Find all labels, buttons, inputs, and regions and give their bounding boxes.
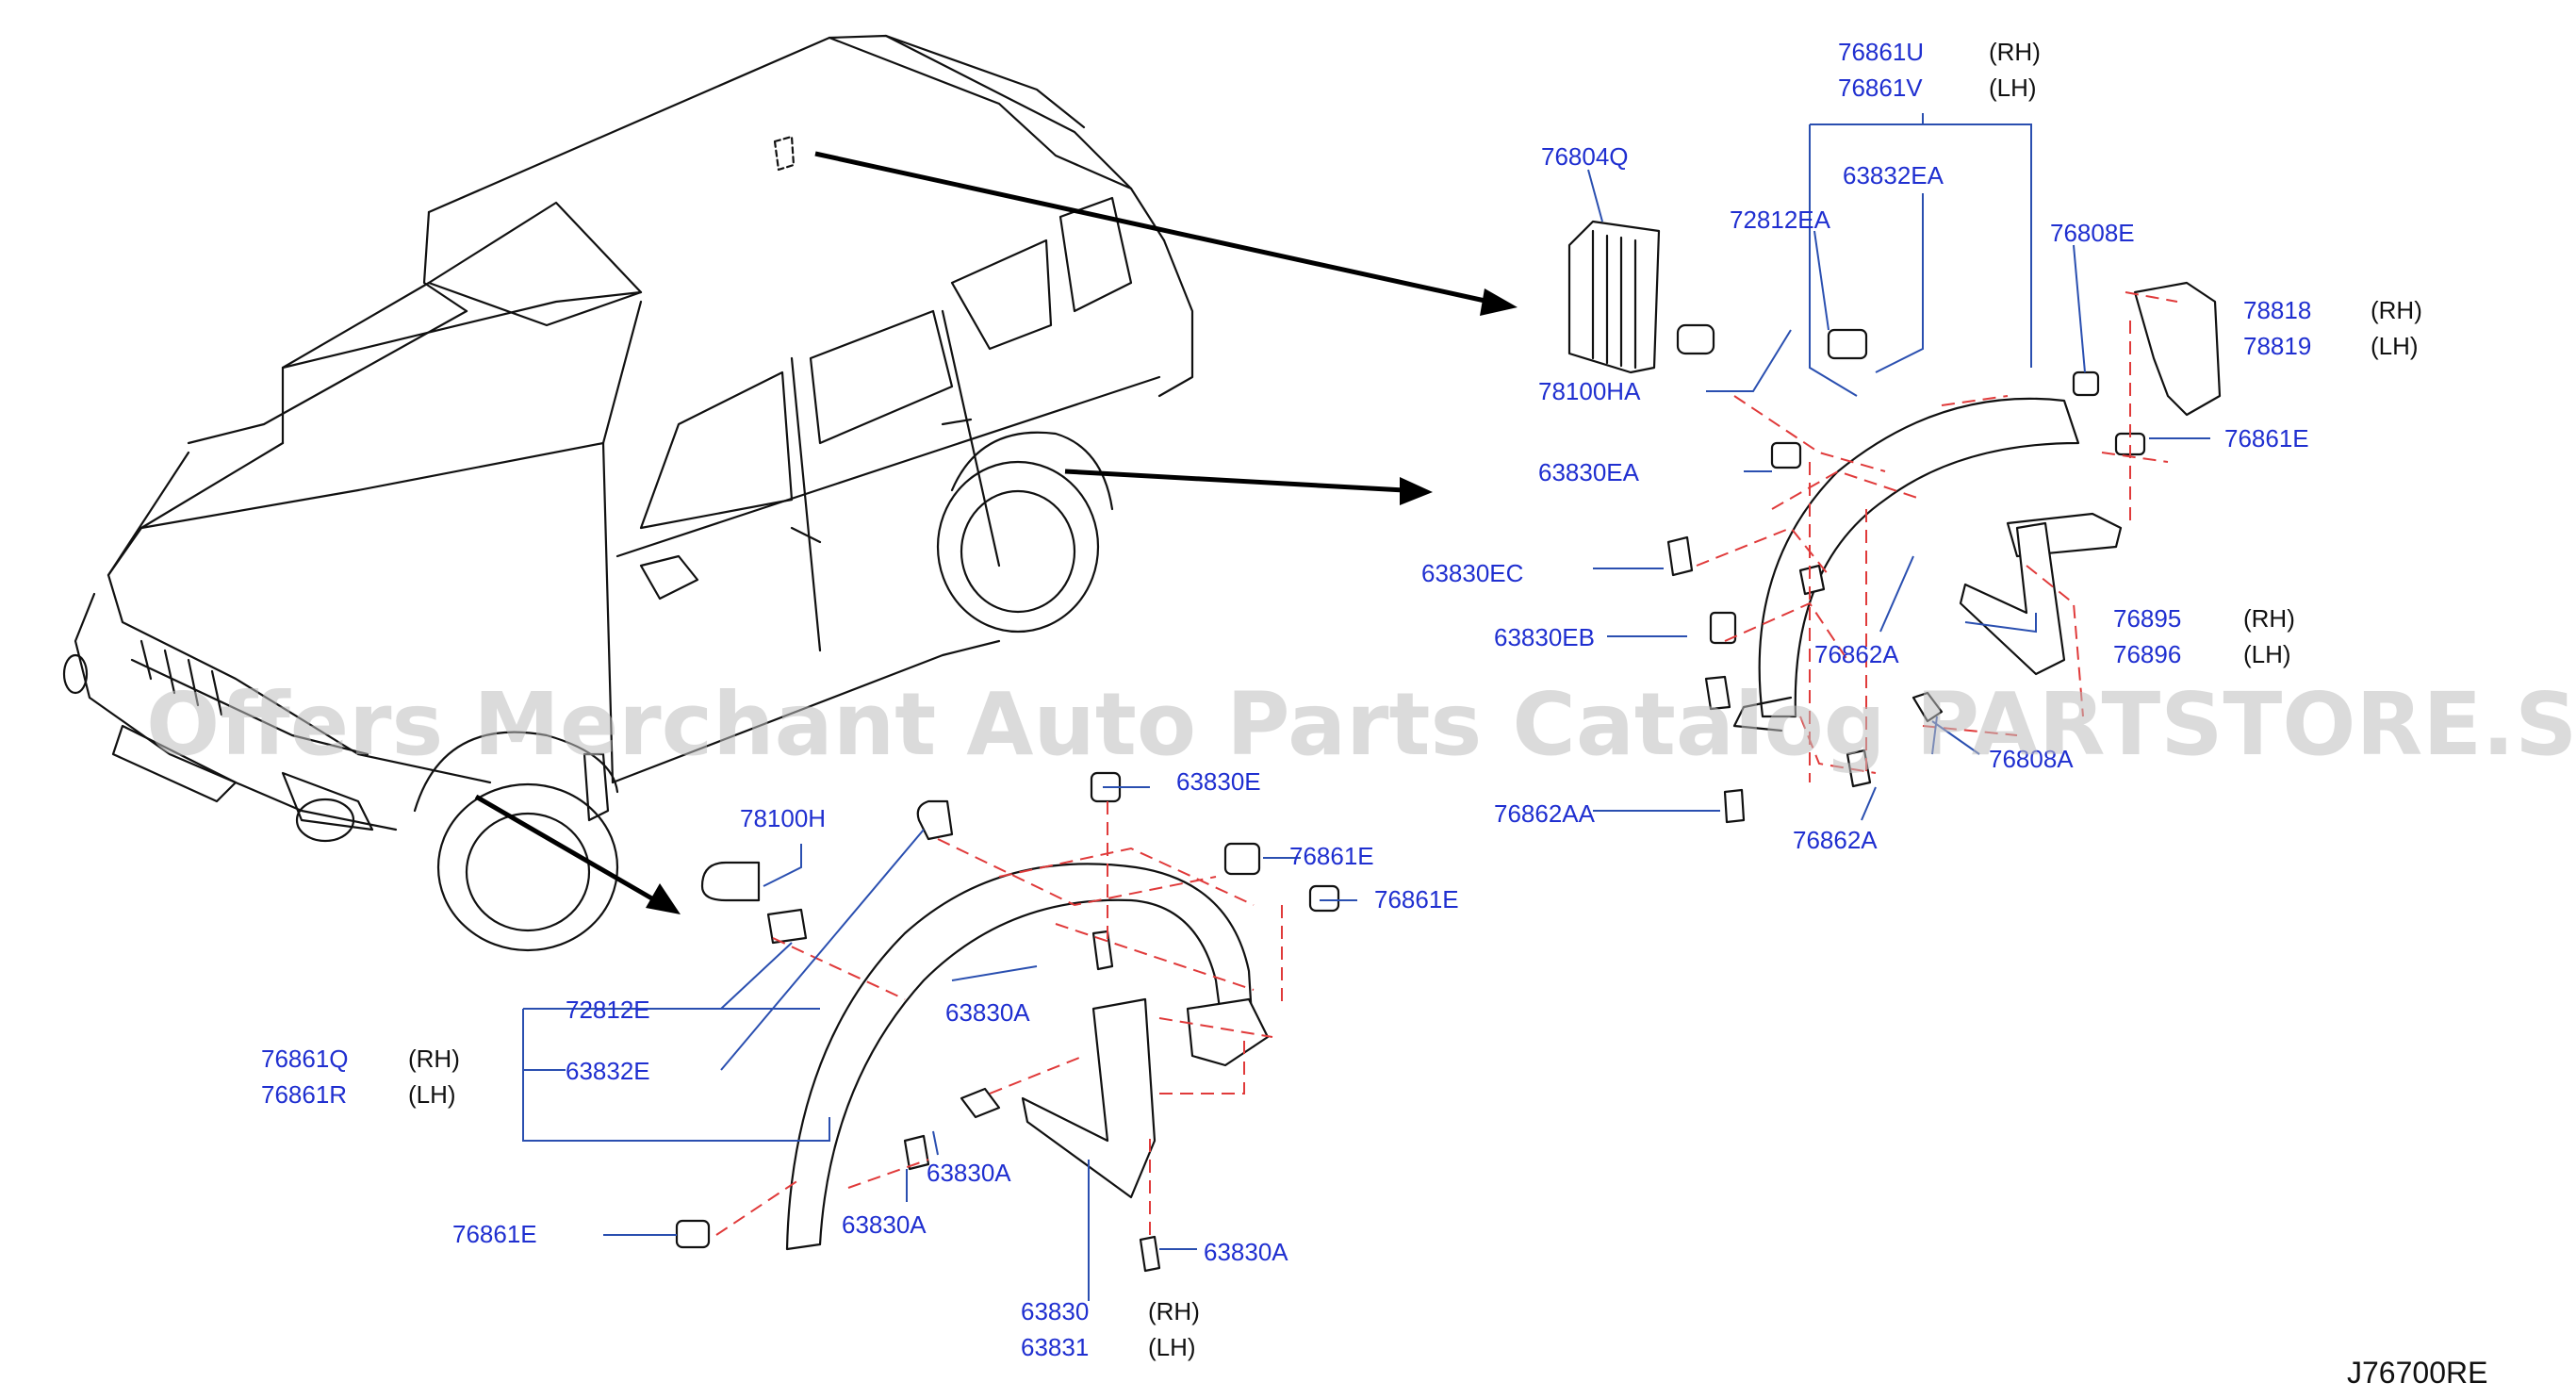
label-72812E: 72812E [566, 996, 650, 1024]
label-76862AA: 76862AA [1494, 799, 1596, 828]
watermark-text: Offers Merchant Auto Parts Catalog PARTS… [146, 674, 2576, 775]
label-76861E-c: 76861E [1374, 885, 1459, 913]
label-76804Q: 76804Q [1541, 142, 1629, 171]
label-lh-5: (LH) [1148, 1333, 1196, 1361]
arrow-roof-to-vent [814, 151, 1490, 304]
part-labels: 76861U (RH) 76861V (LH) 76804Q 63832EA 7… [261, 38, 2487, 1390]
rear-fender-assembly [1567, 220, 2222, 824]
label-63830EB: 63830EB [1494, 623, 1595, 651]
label-76862A-a: 76862A [1814, 640, 1899, 668]
label-76808A: 76808A [1989, 745, 2074, 773]
label-lh-2: (LH) [2371, 332, 2419, 360]
label-76861E-a: 76861E [2224, 424, 2309, 453]
label-rh-1: (RH) [1989, 38, 2041, 66]
leader-lines [522, 113, 2210, 1301]
label-78819: 78819 [2243, 332, 2311, 360]
label-78100H: 78100H [740, 804, 826, 832]
label-63830E: 63830E [1176, 767, 1261, 796]
arrow-front-to-assembly [474, 794, 657, 903]
label-76861Q: 76861Q [261, 1045, 349, 1073]
label-lh-4: (LH) [408, 1080, 456, 1109]
front-fender-assembly [675, 771, 1340, 1273]
label-76861E-d: 76861E [452, 1220, 537, 1248]
label-63830A-a: 63830A [945, 998, 1030, 1027]
label-76808E: 76808E [2050, 219, 2135, 247]
label-63830EC: 63830EC [1421, 559, 1523, 587]
label-76895: 76895 [2113, 604, 2181, 633]
diagram-code: J76700RE [2347, 1356, 2487, 1390]
label-76861E-b: 76861E [1289, 842, 1374, 870]
label-lh-3: (LH) [2243, 640, 2291, 668]
label-63832E: 63832E [566, 1057, 650, 1085]
label-63830A-b: 63830A [927, 1159, 1011, 1187]
label-rh-5: (RH) [1148, 1297, 1200, 1325]
label-78818: 78818 [2243, 296, 2311, 324]
label-lh-1: (LH) [1989, 74, 2037, 102]
label-63830A-c: 63830A [842, 1210, 927, 1239]
arrow-rear-to-assembly [1064, 469, 1405, 493]
label-63831: 63831 [1021, 1333, 1089, 1361]
label-76861R: 76861R [261, 1080, 347, 1109]
label-76861V: 76861V [1838, 74, 1923, 102]
label-76861U: 76861U [1838, 38, 1924, 66]
label-72812EA: 72812EA [1730, 206, 1831, 234]
callout-arrows [474, 151, 1518, 914]
label-76862A-b: 76862A [1793, 826, 1878, 854]
label-63830: 63830 [1021, 1297, 1089, 1325]
label-rh-4: (RH) [408, 1045, 460, 1073]
label-63830EA: 63830EA [1538, 458, 1640, 486]
label-rh-3: (RH) [2243, 604, 2295, 633]
label-63832EA: 63832EA [1843, 161, 1944, 189]
label-rh-2: (RH) [2371, 296, 2422, 324]
vehicle-illustration [62, 34, 1194, 952]
label-78100HA: 78100HA [1538, 377, 1641, 405]
label-63830A-d: 63830A [1204, 1238, 1288, 1266]
label-76896: 76896 [2113, 640, 2181, 668]
